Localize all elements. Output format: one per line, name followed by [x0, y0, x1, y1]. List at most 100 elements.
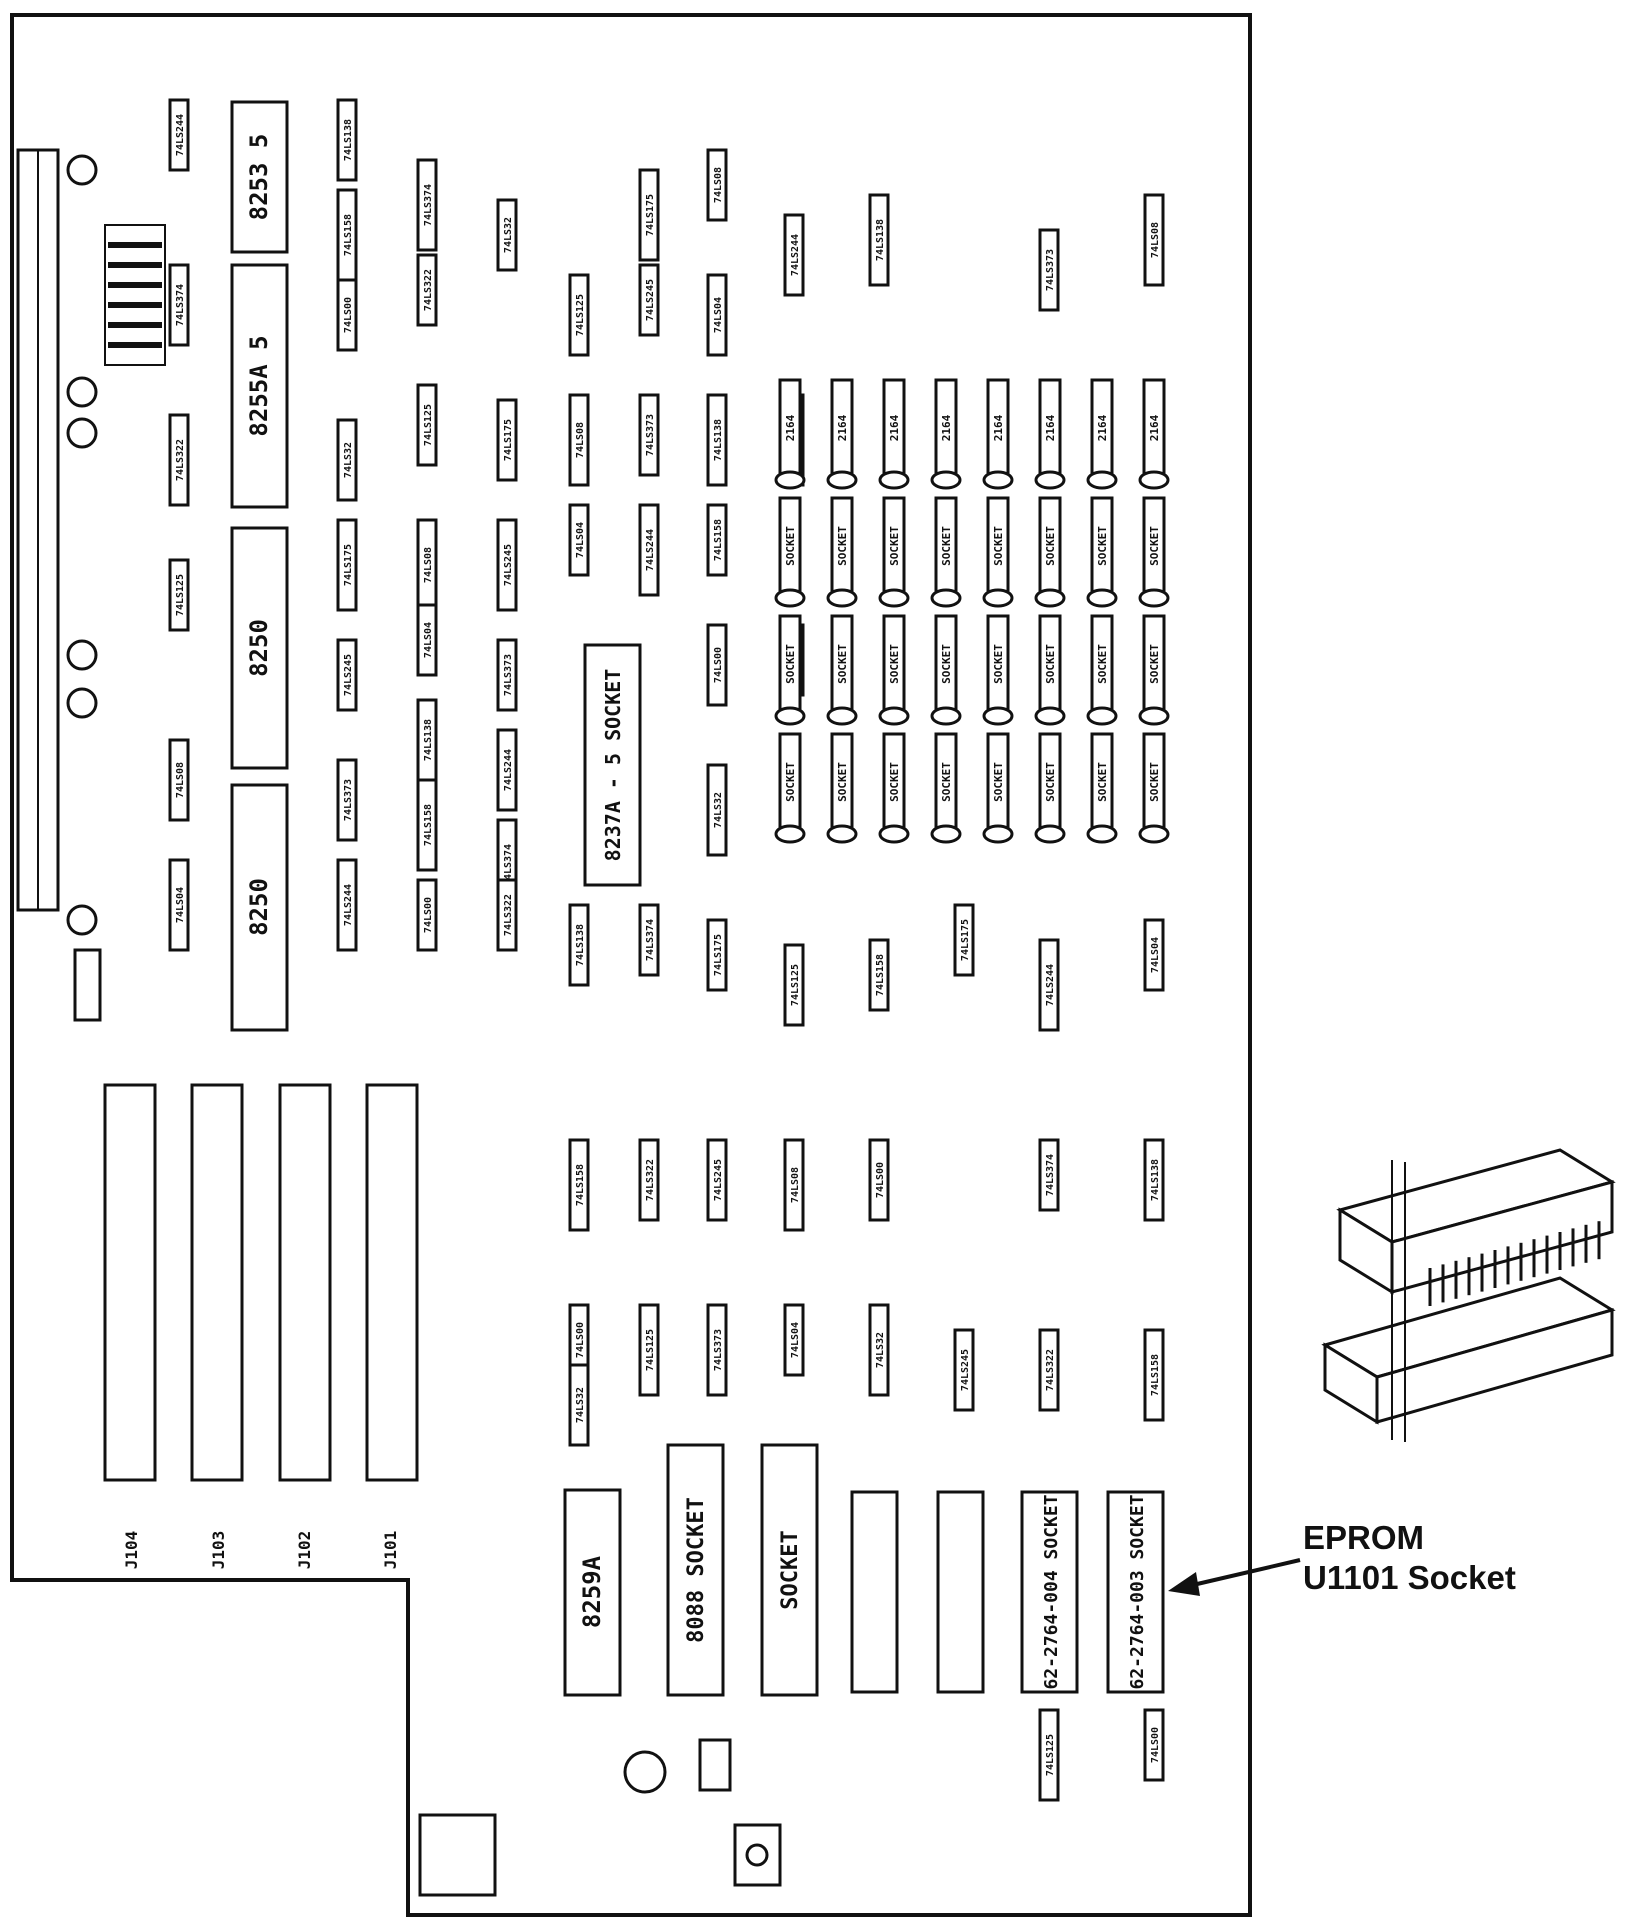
- logic-chip: 74LS175: [638, 168, 660, 262]
- logic-chip-label: 74LS373: [713, 1329, 724, 1371]
- logic-chip-label: 74LS374: [503, 844, 514, 886]
- logic-chip: 74LS08: [416, 518, 438, 612]
- ram-socket-label: SOCKET: [1148, 644, 1161, 684]
- logic-chip-label: 74LS125: [790, 964, 801, 1006]
- logic-chip-label: 74LS158: [423, 804, 434, 846]
- logic-chip: 74LS32: [568, 1363, 590, 1447]
- logic-chip-label: 74LS32: [575, 1387, 586, 1423]
- ram-socket-label: SOCKET: [784, 644, 797, 684]
- logic-chip: 74LS175: [706, 918, 728, 992]
- ram-chip-label: 2164: [836, 414, 849, 441]
- logic-chip-label: 74LS244: [343, 884, 354, 926]
- logic-chip-label: 74LS08: [575, 422, 586, 458]
- logic-chip: 74LS245: [706, 1138, 728, 1222]
- logic-chip-label: 74LS125: [423, 404, 434, 446]
- ram-socket: SOCKET: [982, 614, 1014, 726]
- ram-socket: SOCKET: [930, 614, 962, 726]
- ram-socket: SOCKET: [1086, 496, 1118, 608]
- logic-chip: 74LS32: [868, 1303, 890, 1397]
- logic-chip-label: 74LS158: [343, 214, 354, 256]
- logic-chips: 74LS24474LS37474LS32274LS12574LS0874LS04…: [168, 98, 1165, 1802]
- ram-socket-label: SOCKET: [1148, 762, 1161, 802]
- ram-socket: SOCKET: [878, 496, 910, 608]
- ram-socket-label: SOCKET: [784, 762, 797, 802]
- logic-chip-label: 74LS04: [1150, 937, 1161, 973]
- logic-chip-label: 74LS00: [875, 1162, 886, 1198]
- logic-chip: 74LS125: [783, 943, 805, 1027]
- logic-chip-label: 74LS138: [875, 219, 886, 261]
- ram-socket-label: SOCKET: [1044, 762, 1057, 802]
- logic-chip-label: 74LS32: [713, 792, 724, 828]
- ram-chip: 2164: [1034, 378, 1066, 490]
- ic-8255a: 8255A 5: [230, 263, 289, 509]
- logic-chip: 74LS138: [706, 393, 728, 487]
- slot-j102-label: J102: [295, 1531, 314, 1570]
- logic-chip-label: 74LS374: [645, 919, 656, 961]
- resistor-cluster: [104, 224, 166, 366]
- ic-8088-label: 8088 SOCKET: [684, 1497, 709, 1643]
- logic-chip: 74LS373: [1038, 228, 1060, 312]
- logic-chip-label: 74LS32: [503, 217, 514, 253]
- ic-8250-lower: 8250: [230, 783, 289, 1032]
- ram-socket-label: SOCKET: [992, 762, 1005, 802]
- callout-line-1: EPROM: [1303, 1519, 1425, 1556]
- slot-j101-label: J101: [381, 1531, 400, 1570]
- logic-chip-label: 74LS244: [790, 234, 801, 276]
- logic-chip: 74LS138: [868, 193, 890, 287]
- slot-j102: [278, 1083, 332, 1482]
- logic-chip-label: 74LS00: [423, 897, 434, 933]
- logic-chip-label: 74LS08: [713, 167, 724, 203]
- logic-chip: 74LS32: [706, 763, 728, 857]
- logic-chip: 74LS138: [1143, 1138, 1165, 1222]
- logic-chip: 74LS244: [168, 98, 190, 172]
- logic-chip: 74LS374: [416, 158, 438, 252]
- logic-chip: 74LS04: [706, 273, 728, 357]
- eprom-callout: EPROM U1101 Socket: [1303, 1518, 1516, 1598]
- logic-chip-label: 74LS374: [423, 184, 434, 226]
- logic-chip: 74LS322: [496, 878, 518, 952]
- logic-chip-label: 74LS244: [503, 749, 514, 791]
- ram-chip: 2164: [774, 378, 806, 490]
- logic-chip: 74LS04: [168, 858, 190, 952]
- logic-chip-label: 74LS00: [1150, 1727, 1161, 1763]
- logic-chip: 74LS32: [496, 198, 518, 272]
- ram-chip: 2164: [1138, 378, 1170, 490]
- logic-chip: 74LS245: [638, 263, 660, 337]
- logic-chip-label: 74LS373: [343, 779, 354, 821]
- callout-line-2: U1101 Socket: [1303, 1559, 1516, 1596]
- ram-socket: SOCKET: [1138, 614, 1170, 726]
- logic-chip: 74LS125: [1038, 1708, 1060, 1802]
- logic-chip: 74LS04: [1143, 918, 1165, 992]
- logic-chip-label: 74LS04: [175, 887, 186, 923]
- logic-chip-label: 74LS175: [645, 194, 656, 236]
- ram-socket-label: SOCKET: [836, 762, 849, 802]
- ram-socket-label: SOCKET: [888, 762, 901, 802]
- logic-chip: 74LS08: [783, 1138, 805, 1232]
- logic-chip: 74LS373: [638, 393, 660, 477]
- logic-chip: 74LS00: [1143, 1708, 1165, 1782]
- ram-socket-label: SOCKET: [784, 526, 797, 566]
- logic-chip: 74LS138: [568, 903, 590, 987]
- board-outline: [10, 13, 1252, 1917]
- ic-rom-004-label: 62-2764-004 SOCKET: [1041, 1494, 1062, 1689]
- logic-chip-label: 74LS138: [1150, 1159, 1161, 1201]
- ram-socket: SOCKET: [1034, 614, 1066, 726]
- logic-chip-label: 74LS04: [575, 522, 586, 558]
- ram-socket: SOCKET: [1086, 614, 1118, 726]
- logic-chip-label: 74LS04: [713, 297, 724, 333]
- ram-socket: SOCKET: [826, 614, 858, 726]
- ram-chip: 2164: [930, 378, 962, 490]
- logic-chip: 74LS175: [496, 398, 518, 482]
- ram-socket-label: SOCKET: [1044, 526, 1057, 566]
- logic-chip: 74LS00: [336, 278, 358, 352]
- logic-chip-label: 74LS244: [175, 114, 186, 156]
- logic-chip-label: 74LS00: [713, 647, 724, 683]
- logic-chip-label: 74LS245: [645, 279, 656, 321]
- ram-socket-label: SOCKET: [1148, 526, 1161, 566]
- logic-chip: 74LS374: [168, 263, 190, 347]
- logic-chip: 74LS04: [783, 1303, 805, 1377]
- ic-8253: 8253 5: [230, 100, 289, 254]
- logic-chip: 74LS00: [416, 878, 438, 952]
- logic-chip-label: 74LS125: [575, 294, 586, 336]
- logic-chip: 74LS04: [568, 503, 590, 577]
